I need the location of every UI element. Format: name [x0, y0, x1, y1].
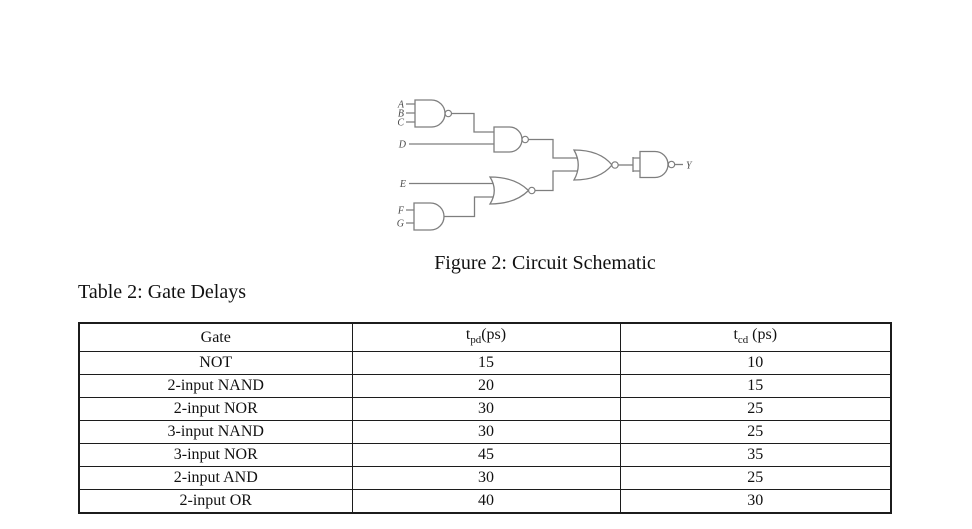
nor2-lower-gate-icon — [488, 176, 530, 205]
tcd-cell: 30 — [619, 489, 892, 514]
table-row: 2-input NAND 20 15 — [78, 374, 892, 399]
tcd-header-base: t — [733, 326, 738, 343]
tcd-cell: 25 — [619, 420, 892, 445]
gate-cell: 2-input NAND — [78, 374, 353, 399]
table-row: 3-input NOR 45 35 — [78, 443, 892, 468]
input-label-a: A — [397, 100, 405, 111]
input-label-g: G — [397, 219, 404, 230]
table-row: 3-input NAND 30 25 — [78, 420, 892, 445]
input-label-b: B — [398, 109, 404, 120]
gate-delays-table: Gate tpd(ps) tcd (ps) NOT 15 10 2-input … — [78, 322, 892, 515]
gate-cell: 2-input OR — [78, 489, 353, 514]
column-header-tpd: tpd(ps) — [351, 322, 621, 353]
tcd-cell: 25 — [619, 397, 892, 422]
tpd-cell: 30 — [351, 420, 621, 445]
tcd-cell: 15 — [619, 374, 892, 399]
tcd-cell: 10 — [619, 351, 892, 376]
nor2-output-gate-icon — [572, 149, 613, 181]
nand2-to-nor3-wire — [528, 138, 584, 159]
abc-input-stubs — [406, 103, 415, 123]
gate-cell: 2-input NOR — [78, 397, 353, 422]
tpd-header-base: t — [465, 326, 471, 343]
tcd-header-unit: (ps) — [748, 326, 778, 343]
table-header-row: Gate tpd(ps) tcd (ps) — [78, 322, 892, 353]
gate-cell: 3-input NOR — [78, 443, 353, 468]
nor2-output-bubble-icon — [611, 161, 619, 169]
signal-labels: A B C D E F G Y — [397, 100, 693, 230]
tpd-header-sub: pd — [470, 334, 482, 347]
input-label-f: F — [397, 206, 405, 217]
table-row: 2-input NOR 30 25 — [78, 397, 892, 422]
nand3-bubble-icon — [444, 109, 453, 118]
column-header-gate: Gate — [78, 322, 353, 353]
column-header-tcd: tcd (ps) — [619, 322, 892, 353]
fg-input-stubs — [406, 209, 414, 224]
circuit-schematic-svg: A B C D E F G Y — [397, 99, 693, 231]
tpd-cell: 30 — [351, 397, 621, 422]
circuit-schematic-figure: A B C D E F G Y — [378, 85, 712, 246]
gate-header-label: Gate — [200, 328, 231, 346]
tpd-cell: 15 — [351, 351, 621, 376]
gate-cell: 3-input NAND — [78, 420, 353, 445]
nand2-gate-icon — [493, 126, 523, 153]
nor4-to-nor3-wire — [535, 170, 584, 192]
input-label-d: D — [398, 140, 407, 151]
tcd-cell: 25 — [619, 466, 892, 491]
gate-cell: 2-input AND — [78, 466, 353, 491]
tpd-cell: 30 — [351, 466, 621, 491]
inverter-bubble-icon — [667, 160, 676, 169]
tcd-header-sub: cd — [737, 334, 749, 347]
gates — [413, 99, 676, 231]
gate-cell: NOT — [78, 351, 353, 376]
input-label-e: E — [399, 179, 406, 190]
tpd-header-unit: (ps) — [481, 326, 507, 343]
nand2-bubble-icon — [521, 135, 530, 144]
nand3-gate-icon — [414, 99, 446, 128]
output-label-y: Y — [686, 161, 693, 172]
tpd-cell: 40 — [351, 489, 621, 514]
and2-gate-icon — [413, 202, 445, 231]
tpd-cell: 20 — [351, 374, 621, 399]
nand1-to-nand2-wire — [451, 112, 494, 133]
inverter-tied-input-bracket — [632, 157, 640, 172]
input-label-c: C — [397, 118, 404, 129]
figure-caption: Figure 2: Circuit Schematic — [434, 252, 656, 274]
inverter-nand-gate-icon — [639, 150, 669, 179]
wires — [406, 103, 683, 224]
table-row: NOT 15 10 — [78, 351, 892, 376]
tpd-cell: 45 — [351, 443, 621, 468]
nor2-lower-bubble-icon — [527, 186, 536, 195]
table-title: Table 2: Gate Delays — [78, 281, 246, 303]
and5-to-nor4-wire — [444, 196, 500, 218]
tcd-cell: 35 — [619, 443, 892, 468]
table-row: 2-input AND 30 25 — [78, 466, 892, 491]
table-row: 2-input OR 40 30 — [78, 489, 892, 514]
